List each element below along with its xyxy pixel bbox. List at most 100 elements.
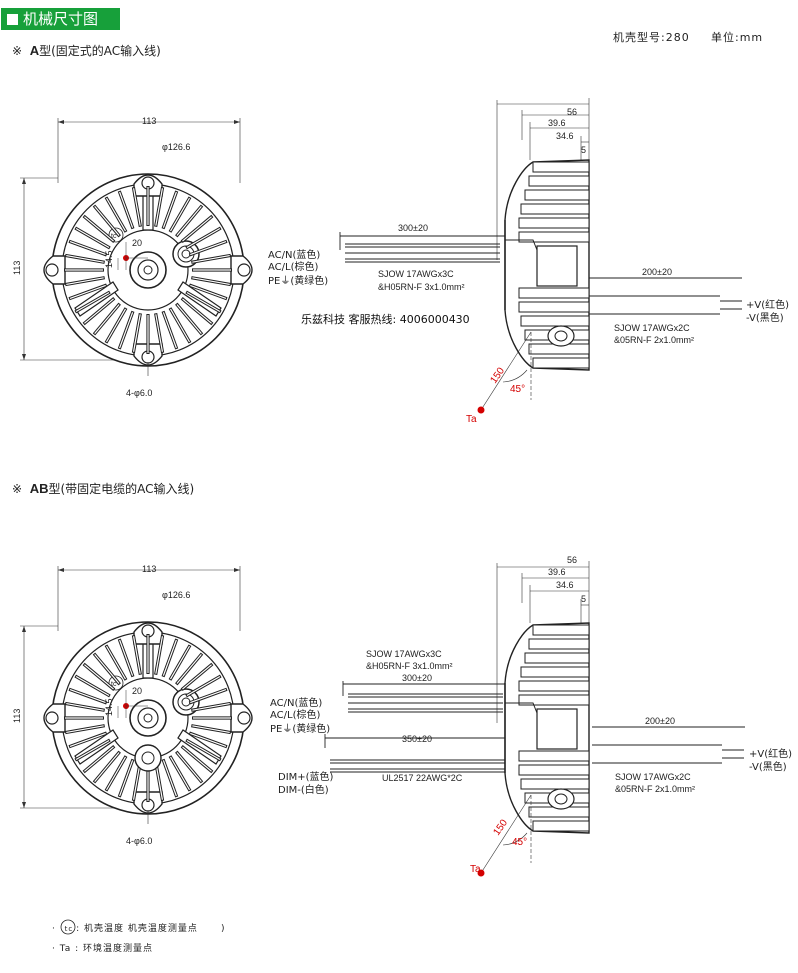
ta-angle-ab: 45° xyxy=(512,837,527,848)
dc-output-cable-a xyxy=(589,277,742,315)
fin-inner xyxy=(182,298,212,324)
fin-inner xyxy=(155,762,164,800)
dim-spec-ab: UL2517 22AWG*2C xyxy=(382,773,463,783)
fin-inner xyxy=(192,702,230,711)
fin-inner xyxy=(176,304,202,334)
fin-inner xyxy=(162,639,177,676)
dim-tc-h-ab: 20 xyxy=(132,686,142,696)
fin-inner xyxy=(119,639,134,676)
ac-length-ab: 300±20 xyxy=(402,673,432,683)
fin-inner xyxy=(132,762,141,800)
ta-length-ab: 150 xyxy=(491,817,510,837)
fin-inner xyxy=(69,241,106,256)
page-title: 机械尺寸图 xyxy=(1,8,120,30)
fin-inner xyxy=(94,304,120,334)
fin-inner xyxy=(66,254,104,263)
fin-inner xyxy=(155,636,164,674)
vminus-label-ab: -V(黑色) xyxy=(749,760,787,773)
out-spec2-a: &05RN-F 2x1.0mm² xyxy=(614,335,694,345)
model-label: 机壳型号:280 xyxy=(613,31,690,44)
ac-l-label-ab: AC/L(棕色) xyxy=(270,708,320,721)
ac-l-label-a: AC/L(棕色) xyxy=(268,260,318,273)
fin-inner xyxy=(75,675,110,697)
dim-height-ab: 113 xyxy=(12,709,22,723)
fin-inner xyxy=(182,746,212,772)
section-ab-heading: ※ AB型(带固定电缆的AC输入线) xyxy=(12,481,195,496)
dim-height-a: 113 xyxy=(12,261,22,275)
dim-cable-ab xyxy=(324,734,505,773)
dc-output-cable-ab xyxy=(592,726,745,764)
vminus-label-a: -V(黑色) xyxy=(746,311,784,324)
fin-inner xyxy=(105,197,127,232)
dim-diameter-a: φ126.6 xyxy=(162,142,190,152)
ac-spec2-ab: &H05RN-F 3x1.0mm² xyxy=(366,661,453,671)
fin-inner xyxy=(155,314,164,352)
fin-inner xyxy=(190,732,227,747)
radial-fins xyxy=(64,186,232,354)
out-length-a: 200±20 xyxy=(642,267,672,277)
dim-width-a: 113 xyxy=(142,116,156,126)
dim-side-56-ab: 56 xyxy=(567,555,577,565)
dim-side-39-a: 39.6 xyxy=(548,118,566,128)
dim-minus-label-ab: DIM-(白色) xyxy=(278,783,329,796)
fin-inner xyxy=(119,191,134,228)
dim-tc-h-a: 20 xyxy=(132,238,142,248)
fin-inner xyxy=(186,739,221,761)
fin-inner xyxy=(69,732,106,747)
title-square-icon xyxy=(7,14,18,25)
dim-side-34-ab: 34.6 xyxy=(556,580,574,590)
hotline-text: 乐兹科技 客服热线: 4006000430 xyxy=(301,312,470,326)
fin-inner xyxy=(119,312,134,349)
unit-label: 单位:mm xyxy=(711,31,764,44)
front-view-a xyxy=(18,116,254,378)
ta-mark-a: Ta xyxy=(466,414,477,425)
ac-n-label-a: AC/N(蓝色) xyxy=(268,248,320,261)
fin-inner xyxy=(94,752,120,782)
dim-diameter-ab: φ126.6 xyxy=(162,590,190,600)
fin-inner xyxy=(169,756,191,791)
fin-inner xyxy=(186,227,221,249)
dim-tc-v-a: 14.5 xyxy=(104,250,114,268)
fin-inner xyxy=(176,206,202,236)
tc-mark-a: tc xyxy=(111,233,117,240)
dim-side-34-a: 34.6 xyxy=(556,131,574,141)
vplus-label-ab: +V(红色) xyxy=(749,747,792,760)
fin-inner xyxy=(186,291,221,313)
dim-side-39-ab: 39.6 xyxy=(548,567,566,577)
out-spec1-a: SJOW 17AWGx2C xyxy=(614,323,690,333)
ac-input-cable-a xyxy=(339,232,505,263)
fin-inner xyxy=(75,739,110,761)
fin-inner xyxy=(84,664,114,690)
dim-side-5-ab: 5 xyxy=(581,594,586,604)
fin-inner xyxy=(169,197,191,232)
tc-mark-ab: tc xyxy=(111,681,117,688)
ac-spec1-ab: SJOW 17AWGx3C xyxy=(366,649,442,659)
dim-width-ab: 113 xyxy=(142,564,156,574)
dim-side-5-a: 5 xyxy=(581,145,586,155)
fin-inner xyxy=(66,277,104,286)
out-length-ab: 200±20 xyxy=(645,716,675,726)
side-view-a xyxy=(476,97,590,415)
fin-inner xyxy=(186,675,221,697)
fin-inner xyxy=(69,689,106,704)
section-a-heading: ※ A型(固定式的AC输入线) xyxy=(12,43,161,58)
fin-inner xyxy=(155,188,164,226)
fin-inner xyxy=(75,291,110,313)
page-title-text: 机械尺寸图 xyxy=(23,10,99,28)
fin-inner xyxy=(162,312,177,349)
fin-inner xyxy=(66,725,104,734)
ac-spec2-a: &H05RN-F 3x1.0mm² xyxy=(378,282,465,292)
dim-holes-a: 4-φ6.0 xyxy=(126,388,152,398)
fin-inner xyxy=(119,760,134,797)
dim-length-ab: 350±20 xyxy=(402,734,432,744)
fin-inner xyxy=(132,314,141,352)
fin-inner xyxy=(162,760,177,797)
vplus-label-a: +V(红色) xyxy=(746,298,789,311)
dim-plus-label-ab: DIM+(蓝色) xyxy=(278,770,334,783)
fin-inner xyxy=(94,654,120,684)
fin-inner xyxy=(132,188,141,226)
fin-inner xyxy=(192,254,230,263)
fin-inner xyxy=(69,284,106,299)
fin-inner xyxy=(182,216,212,242)
fin-inner xyxy=(132,636,141,674)
